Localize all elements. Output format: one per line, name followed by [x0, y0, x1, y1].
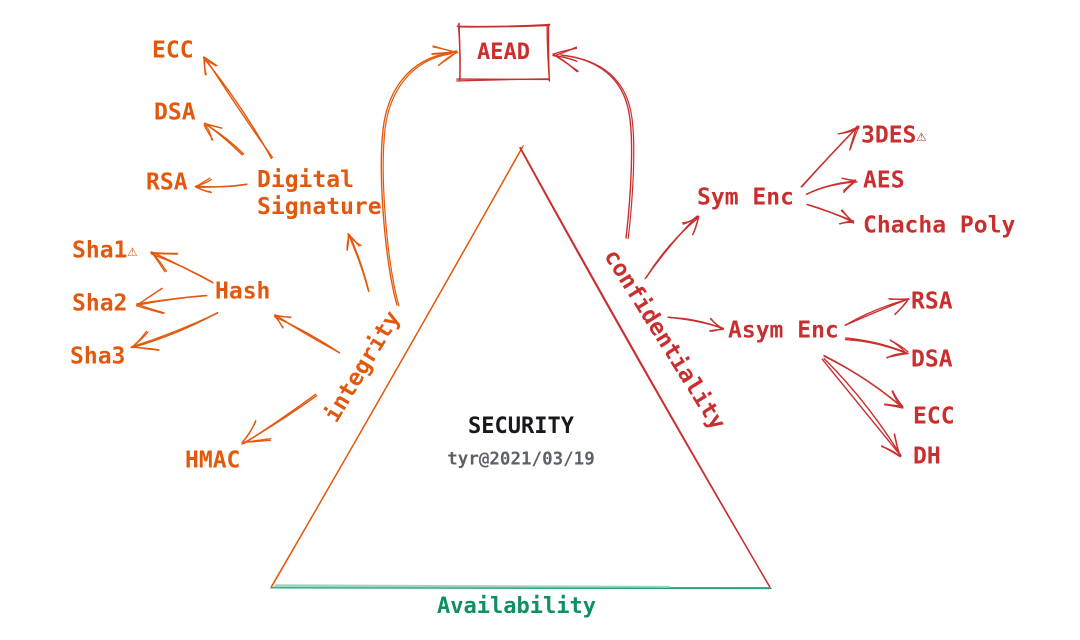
node-3des: 3DES⚠: [861, 122, 927, 149]
edge-digital-signature-to-ecc: [202, 56, 273, 160]
diagram-title: SECURITY: [468, 414, 574, 440]
edge-asym-enc-to-dsa: [845, 337, 907, 354]
edge-digital-signature-to-rsa: [196, 183, 247, 188]
edge-asym-enc-to-ecc: [823, 354, 904, 409]
edge-sym-enc-to-chacha-poly: [806, 204, 855, 222]
triangle-right-edge: [519, 147, 771, 588]
triangle-right-edge: [519, 147, 771, 589]
edge-integrity-to-hmac-head: [241, 421, 257, 443]
node-aes: AES: [863, 167, 905, 194]
curve-integrity-to-aead-head: [431, 50, 458, 56]
edge-hash-to-sha1-head: [151, 252, 178, 255]
edge-integrity-to-hash-head: [274, 316, 284, 329]
triangle-side-label-availability: Availability: [437, 594, 596, 620]
node-sha1: Sha1⚠: [72, 237, 138, 264]
edge-integrity-to-hash-head: [274, 314, 292, 319]
edge-confidentiality-to-sym-enc: [645, 217, 699, 278]
node-dsa-left: DSA: [154, 99, 196, 126]
node-digital-signature: Digital Signature: [257, 166, 382, 220]
triangle-left-edge: [270, 146, 523, 589]
edge-sym-enc-to-3des: [801, 126, 859, 188]
edge-confidentiality-to-asym-enc-head: [709, 318, 723, 329]
node-aead: AEAD: [477, 40, 530, 66]
edge-asym-enc-to-rsa-head: [894, 299, 908, 316]
edge-sym-enc-to-aes: [805, 181, 858, 195]
edge-hash-to-sha3: [130, 312, 219, 348]
edge-hash-to-sha2-head: [136, 303, 165, 314]
edge-digital-signature-to-rsa-head: [195, 177, 211, 188]
node-dsa-right: DSA: [911, 346, 953, 373]
curve-integrity-to-aead-head: [438, 51, 457, 66]
edge-confidentiality-to-sym-enc-head: [691, 216, 700, 236]
edge-hash-to-sha3-head: [132, 346, 160, 351]
author-signature: tyr@2021/03/19: [447, 449, 595, 470]
edge-sym-enc-to-aes-head: [843, 181, 856, 194]
edge-asym-enc-to-dsa-head: [889, 339, 907, 354]
edge-hash-to-sha2: [136, 295, 208, 305]
edge-confidentiality-to-asym-enc-head: [709, 328, 724, 332]
edge-asym-enc-to-ecc: [823, 355, 904, 409]
edge-asym-enc-to-dsa-head: [886, 352, 909, 359]
curve-confidentiality-to-aead: [560, 54, 633, 239]
edge-integrity-to-digital-signature: [347, 234, 369, 291]
edge-confidentiality-to-sym-enc: [644, 215, 698, 280]
node-sym-enc: Sym Enc: [697, 184, 794, 211]
edge-confidentiality-to-sym-enc-head: [682, 215, 699, 225]
aead-box-bottom: [456, 78, 551, 82]
edge-sym-enc-to-chacha-poly-head: [839, 220, 854, 225]
triangle-bottom-edge-highlight: [273, 585, 671, 588]
aead-box-left: [457, 24, 461, 81]
edge-digital-signature-to-dsa: [204, 122, 243, 156]
curve-integrity-to-aead: [380, 52, 451, 306]
warning-icon: ⚠: [127, 241, 138, 261]
curve-confidentiality-to-aead: [562, 54, 635, 240]
edge-asym-enc-to-dh-head: [893, 433, 901, 457]
edge-hash-to-sha1: [150, 253, 213, 283]
edge-digital-signature-to-rsa-head: [195, 185, 212, 193]
edge-digital-signature-to-dsa-head: [203, 122, 223, 129]
node-dh: DH: [913, 443, 941, 470]
node-rsa-right: RSA: [911, 288, 953, 315]
aead-box-top: [457, 24, 550, 28]
edge-integrity-to-hmac: [243, 393, 317, 445]
triangle-bottom-edge: [270, 587, 772, 590]
node-ecc-right: ECC: [913, 403, 955, 430]
curve-confidentiality-to-aead-head: [552, 47, 578, 55]
curve-confidentiality-to-aead-head: [552, 54, 578, 62]
edge-asym-enc-to-dh: [823, 357, 902, 457]
node-sha2: Sha2: [72, 290, 128, 317]
edge-asym-enc-to-dh-head: [881, 445, 900, 457]
edge-hash-to-sha3-head: [130, 330, 148, 349]
node-ecc-left: ECC: [152, 37, 194, 64]
curve-integrity-to-aead: [382, 53, 453, 307]
edge-asym-enc-to-dh: [821, 358, 902, 457]
node-hmac: HMAC: [185, 447, 241, 474]
edge-hash-to-sha2-head: [136, 287, 163, 306]
edge-asym-enc-to-rsa: [844, 298, 909, 326]
edge-sym-enc-to-3des-head: [849, 125, 860, 150]
node-sha3: Sha3: [70, 343, 126, 370]
edge-asym-enc-to-ecc-head: [884, 403, 903, 407]
edge-integrity-to-hash: [274, 314, 341, 354]
aead-box-right: [547, 23, 550, 82]
node-hash: Hash: [215, 278, 271, 305]
edge-asym-enc-to-ecc-head: [884, 404, 903, 409]
node-asym-enc: Asym Enc: [728, 317, 839, 344]
node-rsa-left: RSA: [146, 169, 188, 196]
edge-sym-enc-to-aes-head: [842, 179, 856, 192]
edge-asym-enc-to-ecc-head: [892, 390, 904, 408]
edge-digital-signature-to-ecc-head: [203, 56, 207, 76]
edge-digital-signature-to-ecc-head: [203, 57, 217, 67]
edge-integrity-to-digital-signature-head: [347, 232, 362, 247]
edge-integrity-to-hmac-head: [242, 439, 271, 443]
edge-asym-enc-to-dsa: [844, 338, 909, 355]
node-chacha-poly: Chacha Poly: [863, 212, 1016, 239]
edge-digital-signature-to-ecc-head: [203, 56, 218, 67]
edge-hash-to-sha2-head: [135, 305, 164, 315]
edge-digital-signature-to-dsa-head: [203, 124, 214, 141]
warning-icon: ⚠: [916, 126, 927, 146]
